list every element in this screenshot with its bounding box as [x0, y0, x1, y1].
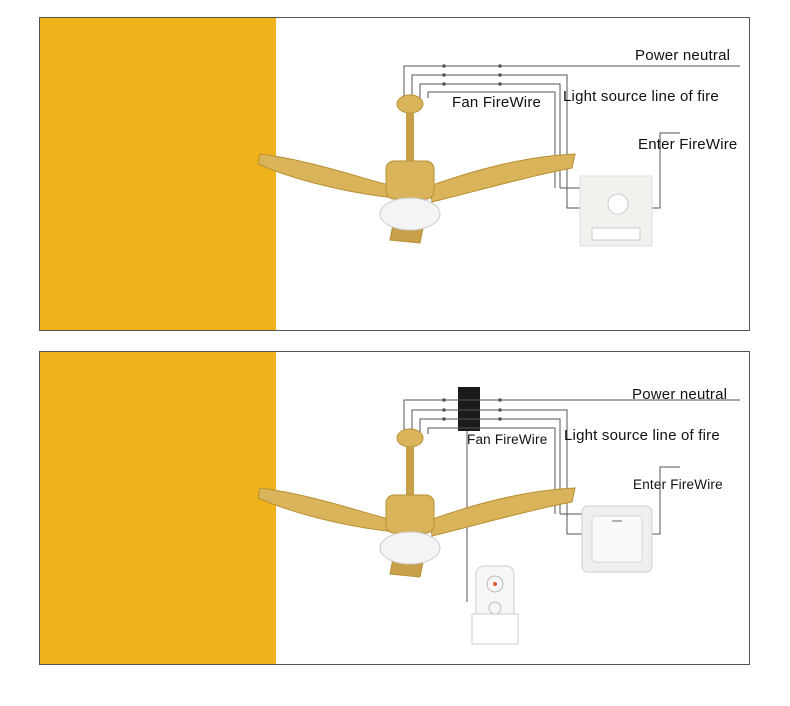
label-fan-firewire: Fan FireWire [467, 432, 548, 447]
wire-light-source [419, 418, 561, 514]
ceiling-fan [257, 428, 576, 578]
handheld-remote [471, 565, 519, 645]
label-power-neutral: Power neutral [635, 47, 731, 64]
wire-enter-firewire [650, 466, 680, 535]
wire-fan-firewire [427, 91, 556, 188]
fan-downrod [406, 446, 414, 496]
label-fan-firewire: Fan FireWire [452, 94, 542, 111]
wires [403, 65, 740, 209]
wire-enter-firewire-loop [411, 74, 582, 209]
wire-junctions [442, 398, 502, 421]
wire-junctions [442, 64, 502, 86]
wire-enter-firewire [650, 132, 680, 209]
remote-receiver-module [458, 387, 480, 431]
wiring-diagram-wall-control: Power neutral Fan FireWire Light source … [39, 17, 750, 331]
wire-light-source [419, 83, 561, 188]
fan-blade-right [429, 153, 576, 203]
label-power-neutral: Power neutral [632, 386, 728, 403]
wire-enter-firewire-loop [411, 409, 582, 535]
label-light-source: Light source line of fire [563, 88, 719, 105]
rocker-switch [591, 227, 641, 241]
label-enter-firewire: Enter FireWire [633, 477, 723, 492]
remote-dpad [486, 575, 504, 593]
wiring-illustration [257, 64, 740, 247]
wiring-diagram-remote-control: Power neutral Fan FireWire Light source … [39, 351, 750, 665]
fan-blade-left [257, 153, 401, 199]
ceiling-fan [257, 94, 576, 244]
fan-motor-housing [385, 494, 435, 534]
fan-blade-right [429, 487, 576, 537]
wire-power-neutral [403, 65, 740, 98]
remote-center-button [493, 582, 497, 586]
fan-downrod [406, 112, 414, 162]
dimmer-knob [607, 193, 629, 215]
color-stripe [40, 18, 276, 330]
wiring-illustration [257, 387, 740, 645]
wire-fan-firewire [427, 427, 556, 514]
fan-light-kit [379, 197, 441, 231]
fan-light-kit [379, 531, 441, 565]
fan-blade-left [257, 487, 401, 533]
wall-dimmer-switch [579, 175, 653, 247]
color-stripe [40, 352, 276, 664]
label-enter-firewire: Enter FireWire [638, 136, 738, 153]
wire-power-neutral [403, 399, 740, 434]
fan-canopy [396, 428, 424, 448]
fan-canopy [396, 94, 424, 114]
label-light-source: Light source line of fire [564, 427, 720, 444]
remote-holder [471, 613, 519, 645]
switch-button [591, 515, 643, 563]
fan-motor-housing [385, 160, 435, 200]
wall-push-switch [581, 505, 653, 573]
